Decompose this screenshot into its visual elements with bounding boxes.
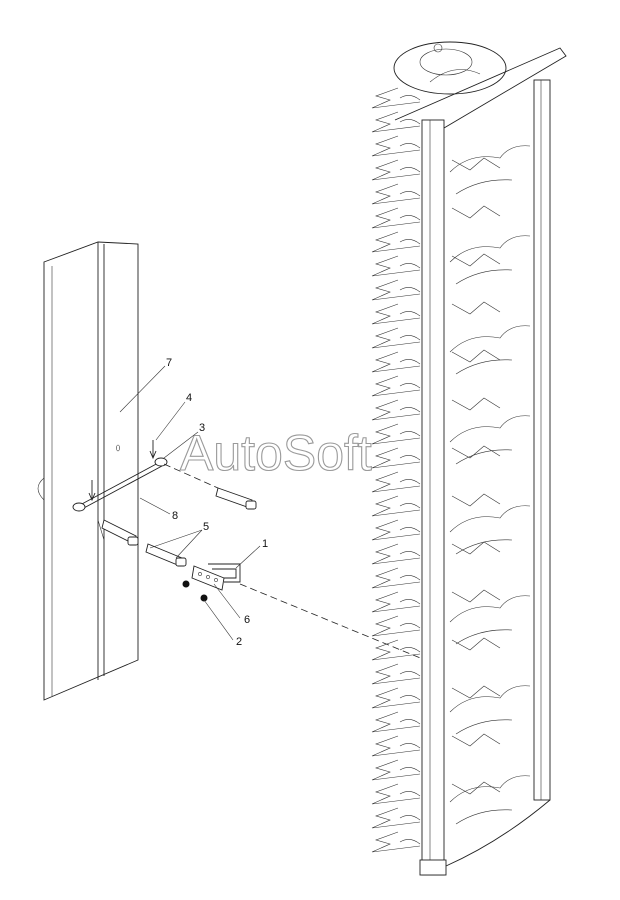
- callout-5: 5: [203, 521, 209, 533]
- leader-lines: [119, 365, 261, 641]
- strap-part-5: [101, 487, 257, 567]
- connector-line: [239, 583, 431, 663]
- rotor-drum: [371, 41, 567, 876]
- connector-line: [163, 463, 219, 489]
- rod-assembly-part-8: [72, 440, 168, 512]
- callout-2: 2: [236, 636, 242, 648]
- callout-6: 6: [244, 614, 250, 626]
- callout-8: 8: [172, 510, 178, 522]
- callout-4: 4: [186, 392, 192, 404]
- nut-part-2b: [200, 594, 208, 602]
- watermark-text: AutoSoft: [180, 425, 372, 481]
- bracket-part-1: [182, 563, 241, 602]
- side-panel-part-7: [37, 241, 139, 701]
- nut-part-2: [182, 580, 190, 588]
- callout-3: 3: [199, 422, 205, 434]
- callout-7: 7: [166, 357, 172, 369]
- callout-1: 1: [262, 538, 268, 550]
